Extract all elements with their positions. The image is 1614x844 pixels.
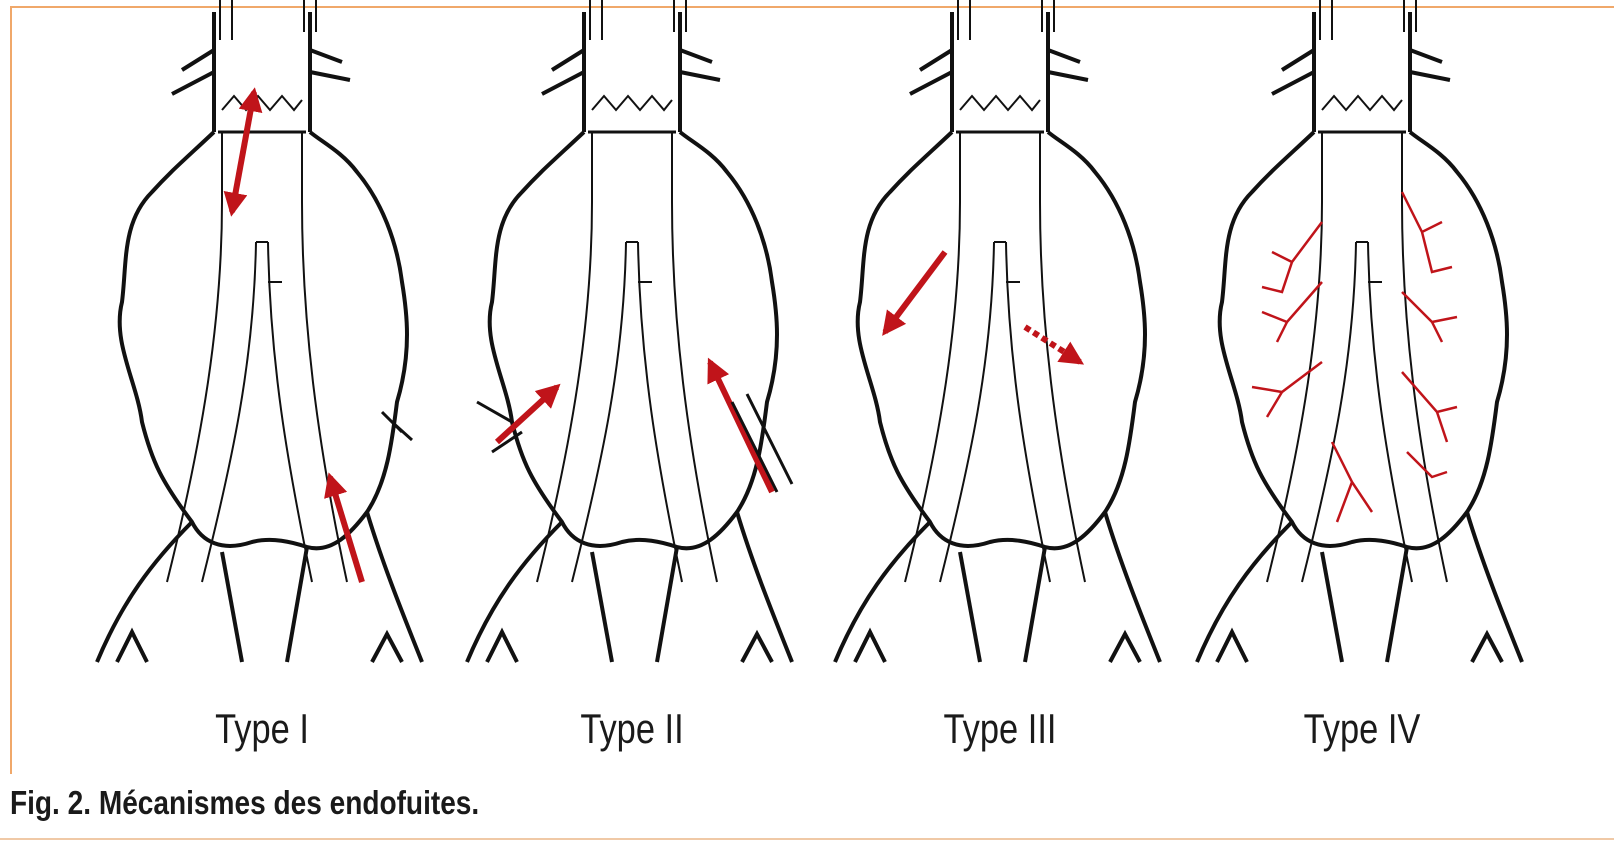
figure-caption: Fig. 2. Mécanismes des endofuites. (10, 784, 479, 822)
panel-type-ii (467, 0, 792, 662)
panel-type-i (97, 0, 422, 662)
label-type-iii: Type III (918, 705, 1082, 753)
label-type-i: Type I (180, 705, 344, 753)
endoleak-diagram (0, 0, 1614, 780)
panel-type-iv (1197, 0, 1522, 662)
label-type-iv: Type IV (1280, 705, 1444, 753)
bottom-rule (0, 838, 1614, 840)
panel-type-iii (835, 0, 1160, 662)
label-type-ii: Type II (550, 705, 714, 753)
